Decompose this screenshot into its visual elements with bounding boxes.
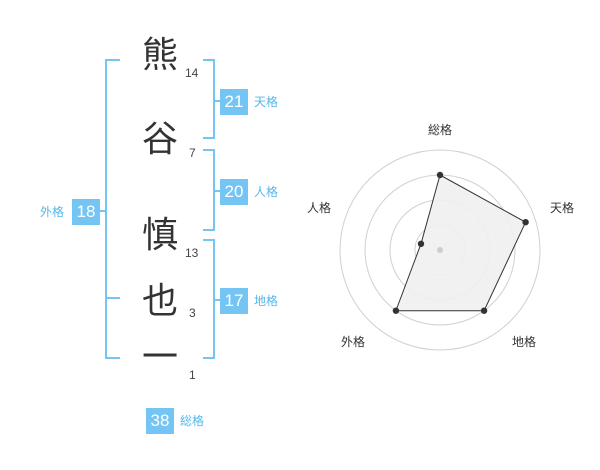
- chikaku-badge: 17: [220, 288, 248, 314]
- tenkaku-badge: 21: [220, 89, 248, 115]
- jinkaku-label: 人格: [254, 185, 279, 199]
- stroke-count-3: 13: [185, 246, 199, 260]
- radar-point-5: [417, 240, 425, 248]
- soukaku-badge: 38: [146, 408, 174, 434]
- jinkaku-badge: 20: [220, 179, 248, 205]
- chikaku-label: 地格: [254, 294, 279, 308]
- radar-axis-label-tenkaku: 天格: [550, 200, 574, 215]
- radar-center-dot: [437, 247, 443, 253]
- radar-data-points: [392, 171, 529, 314]
- radar-axis-label-gaikaku: 外格: [341, 334, 365, 349]
- soukaku-label: 総格: [180, 414, 205, 428]
- gaikaku-badge: 18: [72, 199, 100, 225]
- radar-data-polygon: [395, 174, 527, 312]
- radar-axis-label-soukaku: 総格: [428, 122, 452, 137]
- radar-axis-label-chikaku: 地格: [512, 334, 536, 349]
- radar-point-1: [436, 171, 444, 179]
- name-char-2: 谷: [141, 119, 178, 160]
- radar-ring-4: [339, 149, 541, 351]
- radar-axis-label-jinkaku: 人格: [307, 200, 331, 215]
- radar-point-2: [522, 218, 529, 226]
- gaikaku-label: 外格: [40, 205, 65, 219]
- name-char-1: 熊: [141, 35, 178, 76]
- stroke-count-5: 1: [189, 368, 196, 382]
- tenkaku-label: 天格: [254, 95, 279, 109]
- name-char-4: 也: [141, 281, 178, 322]
- stroke-count-4: 3: [189, 306, 196, 320]
- radar-point-3: [480, 307, 488, 314]
- name-char-3: 慎: [141, 215, 178, 256]
- radar-point-4: [392, 307, 400, 314]
- stroke-count-1: 14: [185, 66, 199, 80]
- stroke-count-2: 7: [189, 146, 196, 160]
- name-char-5: 一: [141, 337, 178, 378]
